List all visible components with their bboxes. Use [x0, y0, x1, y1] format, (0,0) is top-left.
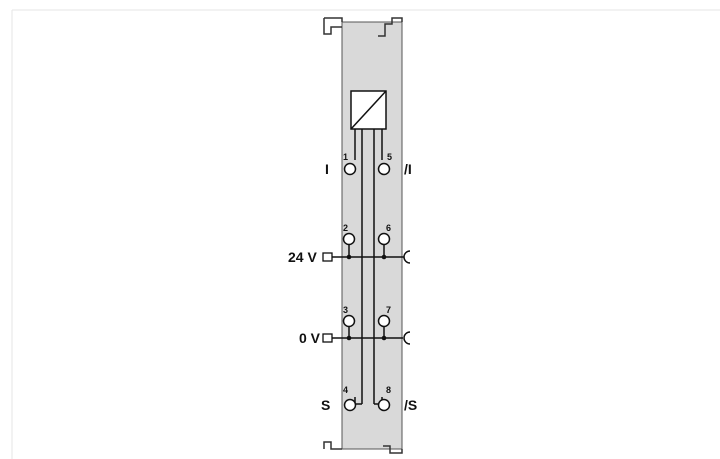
label-inv-s: /S [404, 397, 417, 413]
label-0v: 0 V [299, 330, 321, 346]
terminal-4: 4 [343, 385, 357, 412]
svg-text:6: 6 [386, 223, 391, 233]
svg-text:2: 2 [343, 223, 348, 233]
svg-text:4: 4 [343, 385, 348, 395]
terminal-8: 8 [377, 385, 391, 412]
svg-text:8: 8 [386, 385, 391, 395]
terminal-1: 1 [343, 152, 357, 176]
supply-0v-bus [322, 331, 411, 345]
frame-lines [11, 9, 720, 459]
svg-text:7: 7 [386, 305, 391, 315]
label-s: S [321, 397, 330, 413]
label-i: I [325, 161, 329, 177]
supply-24v-bus [322, 250, 411, 264]
svg-text:5: 5 [387, 152, 392, 162]
label-24v: 24 V [288, 249, 317, 265]
svg-text:3: 3 [343, 305, 348, 315]
terminal-5: 5 [377, 152, 392, 176]
terminal-7: 7 [377, 305, 391, 328]
converter-symbol-icon [350, 90, 387, 130]
label-inv-i: /I [404, 161, 412, 177]
terminal-6: 6 [377, 223, 391, 246]
terminal-3: 3 [342, 305, 356, 328]
svg-text:1: 1 [343, 152, 348, 162]
terminal-2: 2 [342, 223, 356, 246]
